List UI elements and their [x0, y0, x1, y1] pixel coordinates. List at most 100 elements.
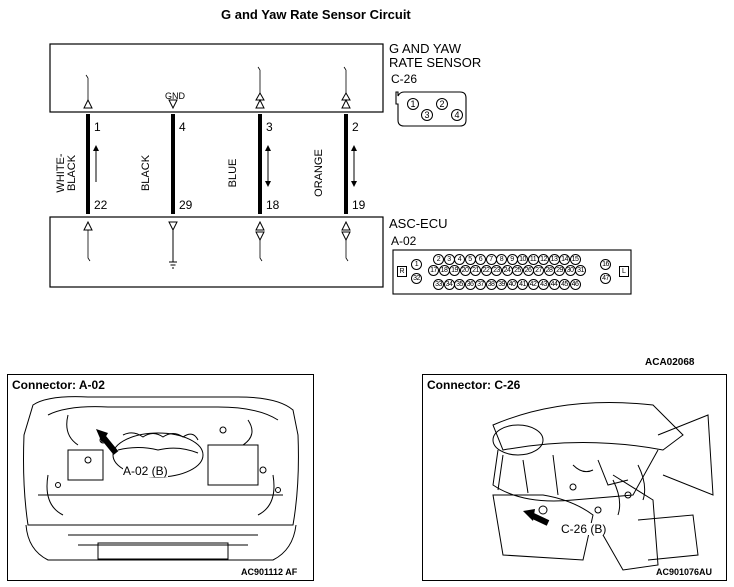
wire-color-label-2: BLACK — [140, 154, 152, 192]
sensor-connector-id: C-26 — [391, 72, 418, 86]
ecu-pin-1: 1 — [411, 259, 422, 270]
ecu-mark-r: R — [397, 266, 407, 277]
ecu-triangle2-3 — [255, 231, 265, 242]
ecu-pin-11: 11 — [527, 254, 539, 265]
ecu-pin-38: 38 — [485, 279, 497, 290]
sensor-name-line1: G AND YAW — [389, 41, 461, 56]
panel-c-code: AC901076AU — [656, 567, 713, 577]
ecu-pin-34: 34 — [443, 279, 455, 290]
ecu-pin-label-4: 19 — [352, 198, 366, 212]
sensor-triangle-3 — [255, 98, 265, 109]
ecu-pin-27: 27 — [533, 265, 544, 276]
ecu-pin-15: 15 — [569, 254, 581, 265]
ecu-pin-17: 17 — [428, 265, 439, 276]
ecu-pin-37: 37 — [475, 279, 486, 290]
ecu-pin-41: 41 — [517, 279, 528, 290]
connector-a02-panel: Connector: A-02 A-02 (B) AC901112 AF — [7, 374, 314, 581]
ecu-name: ASC-ECU — [389, 216, 448, 231]
ecu-pin-24: 24 — [501, 265, 513, 276]
ecu-pin-13: 13 — [548, 254, 560, 265]
panel-c-callout: C-26 (B) — [561, 522, 607, 536]
diagram-title: G and Yaw Rate Sensor Circuit — [221, 7, 411, 22]
ecu-pin-44: 44 — [548, 279, 560, 290]
wire-color-label-1: WHITE- BLACK — [55, 153, 78, 193]
ecu-pin-36: 36 — [464, 279, 476, 290]
ecu-triangle-1 — [83, 220, 93, 231]
sensor-pin-3: 3 — [421, 109, 433, 121]
ecu-pin-6: 6 — [475, 254, 486, 265]
panel-a-callout: A-02 (B) — [123, 464, 168, 478]
ecu-lead-1 — [87, 230, 91, 262]
ecu-pin-9: 9 — [506, 254, 518, 265]
ecu-pin-4: 4 — [454, 254, 465, 265]
ecu-pin-16: 16 — [600, 259, 611, 270]
ecu-box — [49, 216, 384, 288]
ecu-pin-40: 40 — [506, 279, 518, 290]
ecu-pin-8: 8 — [496, 254, 507, 265]
ecu-lead-4 — [345, 240, 349, 262]
ecu-pin-18: 18 — [438, 265, 450, 276]
ecu-pin-35: 35 — [454, 279, 465, 290]
ecu-pin-5: 5 — [464, 254, 476, 265]
ecu-pin-46: 46 — [569, 279, 581, 290]
sensor-pin-label-3: 3 — [266, 120, 273, 134]
ecu-pin-26: 26 — [522, 265, 534, 276]
ecu-pin-19: 19 — [449, 265, 460, 276]
sensor-lead-1 — [85, 74, 89, 100]
sensor-gnd-triangle — [168, 99, 178, 110]
ecu-pin-label-3: 18 — [266, 198, 280, 212]
ecu-triangle-3 — [255, 220, 265, 231]
ecu-pin-label-1: 22 — [94, 198, 108, 212]
sensor-triangle-1 — [83, 98, 93, 109]
panel-a-title: Connector: A-02 — [12, 378, 105, 392]
ecu-pin-25: 25 — [512, 265, 523, 276]
sensor-pin-label-1: 1 — [94, 120, 101, 134]
ecu-mark-l: L — [619, 266, 629, 277]
sensor-pin-label-2: 4 — [179, 120, 186, 134]
sensor-lead-4 — [343, 66, 347, 93]
ecu-pin-label-2: 29 — [179, 198, 193, 212]
ecu-pin-47: 47 — [600, 273, 611, 284]
ecu-pin-14: 14 — [559, 254, 570, 265]
ecu-pin-42: 42 — [527, 279, 539, 290]
panel-a-code: AC901112 AF — [241, 567, 298, 577]
ecu-pin-29: 29 — [554, 265, 565, 276]
connector-c26-panel: Connector: C-26 C-26 (B) AC901076AU — [422, 374, 727, 581]
ecu-triangle2-4 — [341, 231, 351, 242]
panel-c-title: Connector: C-26 — [427, 378, 521, 392]
ecu-ground-symbol — [168, 221, 178, 269]
ecu-connector-face — [392, 249, 632, 295]
ecu-pin-28: 28 — [543, 265, 555, 276]
sensor-pin-label-4: 2 — [352, 120, 359, 134]
ecu-pin-12: 12 — [538, 254, 549, 265]
ecu-pin-39: 39 — [496, 279, 507, 290]
ecu-pin-10: 10 — [517, 254, 528, 265]
wire-color-label-4: ORANGE — [313, 149, 325, 197]
wire-color-label-3: BLUE — [227, 158, 239, 188]
ecu-pin-23: 23 — [491, 265, 502, 276]
ecu-pin-30: 30 — [564, 265, 576, 276]
gnd-label: GND — [165, 91, 185, 101]
figure-code: ACA02068 — [645, 357, 695, 368]
engine-bay-drawing — [23, 396, 299, 561]
ecu-pin-21: 21 — [470, 265, 481, 276]
ecu-pin-32: 32 — [411, 273, 422, 284]
sensor-pin-4: 4 — [451, 109, 463, 121]
ecu-pin-20: 20 — [459, 265, 471, 276]
sensor-connector-face — [395, 91, 467, 127]
sensor-triangle-4 — [341, 98, 351, 109]
sensor-lead-3 — [257, 66, 261, 93]
sensor-pin-2: 2 — [436, 98, 448, 110]
ecu-pin-31: 31 — [575, 265, 586, 276]
sensor-triangle2-3 — [255, 91, 265, 101]
ecu-pin-7: 7 — [485, 254, 497, 265]
ecu-pin-33: 33 — [433, 279, 444, 290]
ecu-pin-22: 22 — [480, 265, 492, 276]
ecu-lead-3 — [259, 240, 263, 262]
sensor-name-line2: RATE SENSOR — [389, 55, 482, 70]
ecu-pin-45: 45 — [559, 279, 570, 290]
ecu-pin-2: 2 — [433, 254, 444, 265]
sensor-pin-1: 1 — [407, 98, 419, 110]
ecu-pin-3: 3 — [443, 254, 455, 265]
ecu-triangle-4 — [341, 220, 351, 231]
